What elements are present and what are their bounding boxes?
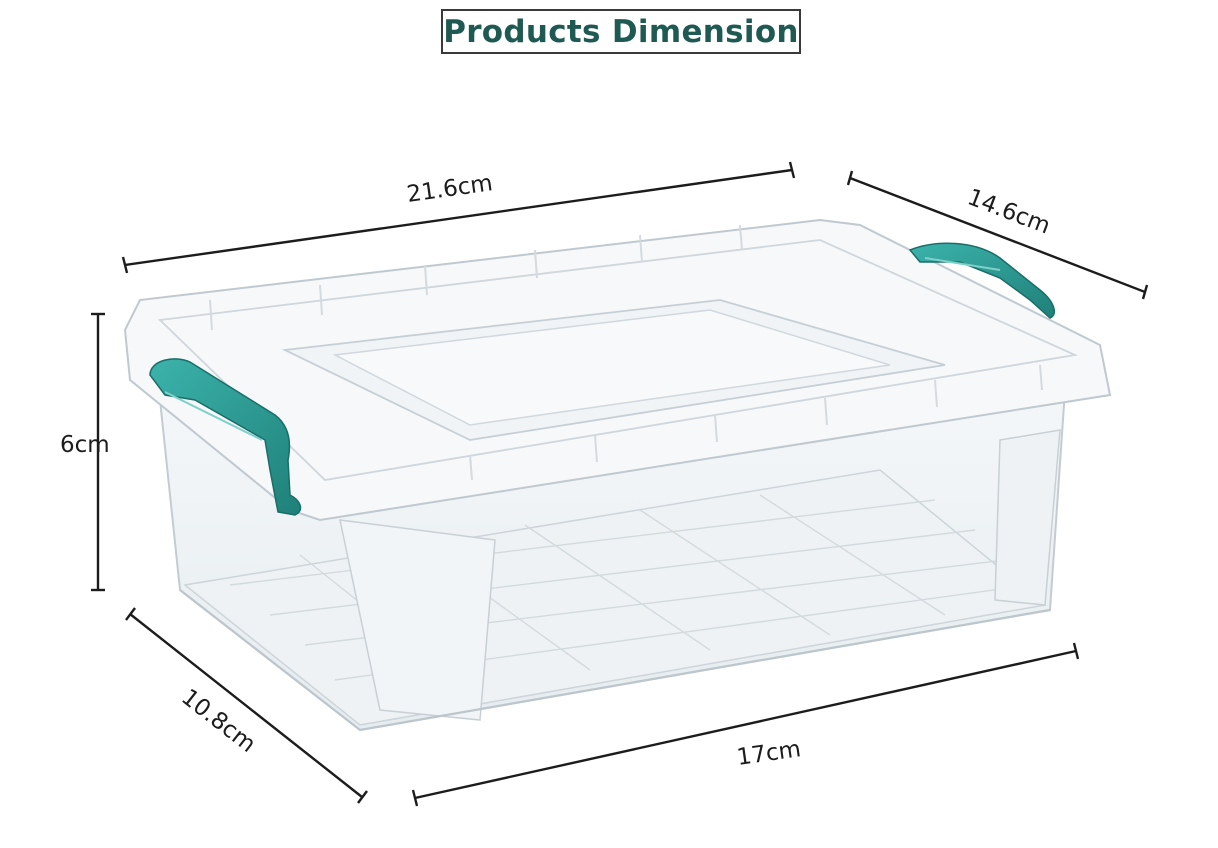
container-lid xyxy=(123,218,1112,522)
bottom-length-label: 17cm xyxy=(735,736,802,771)
bottom-length-line xyxy=(414,649,1077,800)
bottom-width-label: 10.8cm xyxy=(176,684,260,758)
lid-ribs xyxy=(209,224,1043,481)
top-width-label: 14.6cm xyxy=(964,184,1054,239)
top-length-label: 21.6cm xyxy=(405,170,494,208)
page-title: Products Dimension xyxy=(441,9,801,54)
height-label: 6cm xyxy=(60,432,110,458)
left-latch xyxy=(149,358,302,516)
right-latch xyxy=(908,242,1056,319)
dimension-lines xyxy=(91,161,1149,807)
top-width-line xyxy=(849,176,1146,294)
bottom-width-line xyxy=(129,613,363,798)
top-length-line xyxy=(124,168,793,267)
